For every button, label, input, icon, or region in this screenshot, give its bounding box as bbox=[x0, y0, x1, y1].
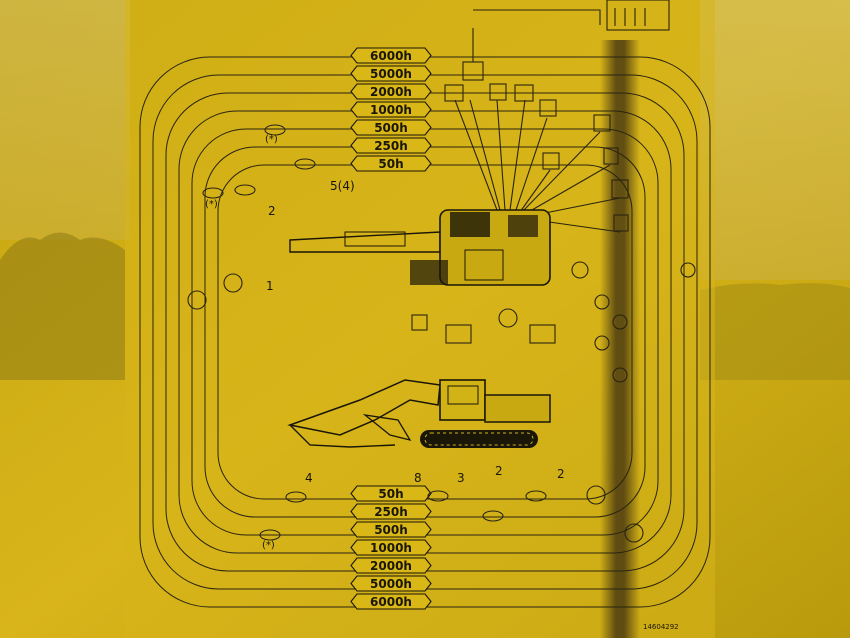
interval-bottom-label: 2000h bbox=[370, 559, 412, 573]
sky-reflection-left bbox=[0, 0, 130, 240]
interval-bottom-box bbox=[350, 557, 432, 574]
callout-4: 4 bbox=[305, 471, 313, 485]
interval-bottom-label: 50h bbox=[378, 487, 403, 501]
interval-top-label: 1000h bbox=[370, 103, 412, 117]
callout-8: 8 bbox=[414, 471, 422, 485]
oil-filter-icons bbox=[444, 61, 629, 232]
callout-2-right: 2 bbox=[557, 467, 565, 481]
grease-fittings bbox=[202, 124, 547, 541]
tree-reflection bbox=[0, 232, 125, 380]
interval-bottom-label: 1000h bbox=[370, 541, 412, 555]
interval-bottom-label: 250h bbox=[374, 505, 408, 519]
interval-top-label: 5000h bbox=[370, 67, 412, 81]
excavator-top-view bbox=[289, 209, 551, 286]
sky-reflection-right bbox=[700, 0, 850, 280]
interval-bottom-box bbox=[350, 539, 432, 556]
manual-book-icons bbox=[411, 314, 556, 344]
callout-1: 1 bbox=[266, 279, 274, 293]
service-markers bbox=[498, 261, 696, 383]
interval-labels-bottom: 50h 250h 500h 1000h 2000h 5000h 6000h bbox=[350, 485, 432, 610]
callout-3: 3 bbox=[457, 471, 465, 485]
interval-top-box bbox=[350, 101, 432, 118]
interval-labels-top: 6000h 5000h 2000h 1000h 500h 250h 50h bbox=[350, 47, 432, 172]
interval-bottom-label: 6000h bbox=[370, 595, 412, 609]
interval-bottom-box bbox=[350, 593, 432, 610]
interval-bottom-box bbox=[350, 575, 432, 592]
interval-top-label: 6000h bbox=[370, 49, 412, 63]
interval-bottom-label: 500h bbox=[374, 523, 408, 537]
excavator-side-view bbox=[287, 379, 551, 448]
part-number: 14604292 bbox=[643, 623, 679, 631]
callout-5-4: 5(4) bbox=[330, 179, 355, 193]
interval-top-box bbox=[350, 83, 432, 100]
callout-star-left: (*) bbox=[205, 199, 218, 210]
interval-top-box bbox=[350, 47, 432, 64]
interval-top-label: 500h bbox=[374, 121, 408, 135]
interval-bottom-box bbox=[350, 521, 432, 538]
interval-top-box bbox=[350, 119, 432, 136]
leader-lines-top bbox=[454, 9, 621, 233]
callout-star-bottom: (*) bbox=[262, 540, 275, 551]
gear-icons bbox=[187, 273, 644, 543]
interval-top-label: 2000h bbox=[370, 85, 412, 99]
interval-top-box bbox=[350, 65, 432, 82]
interval-bottom-label: 5000h bbox=[370, 577, 412, 591]
interval-top-label: 250h bbox=[374, 139, 408, 153]
interval-top-box bbox=[350, 137, 432, 154]
dark-band bbox=[600, 40, 640, 638]
interval-top-box bbox=[350, 155, 432, 172]
tree-reflection-right bbox=[700, 283, 850, 380]
manual-box-icon bbox=[606, 0, 670, 31]
callout-2-top: 2 bbox=[268, 204, 276, 218]
callout-star-top: (*) bbox=[265, 134, 278, 145]
interval-top-label: 50h bbox=[378, 157, 403, 171]
callout-labels: 1 2 5(4) (*) (*) 4 8 3 2 2 (*) 14604292 bbox=[205, 134, 679, 631]
interval-bottom-box bbox=[350, 503, 432, 520]
callout-2-mid: 2 bbox=[495, 464, 503, 478]
interval-bottom-box bbox=[350, 485, 432, 502]
